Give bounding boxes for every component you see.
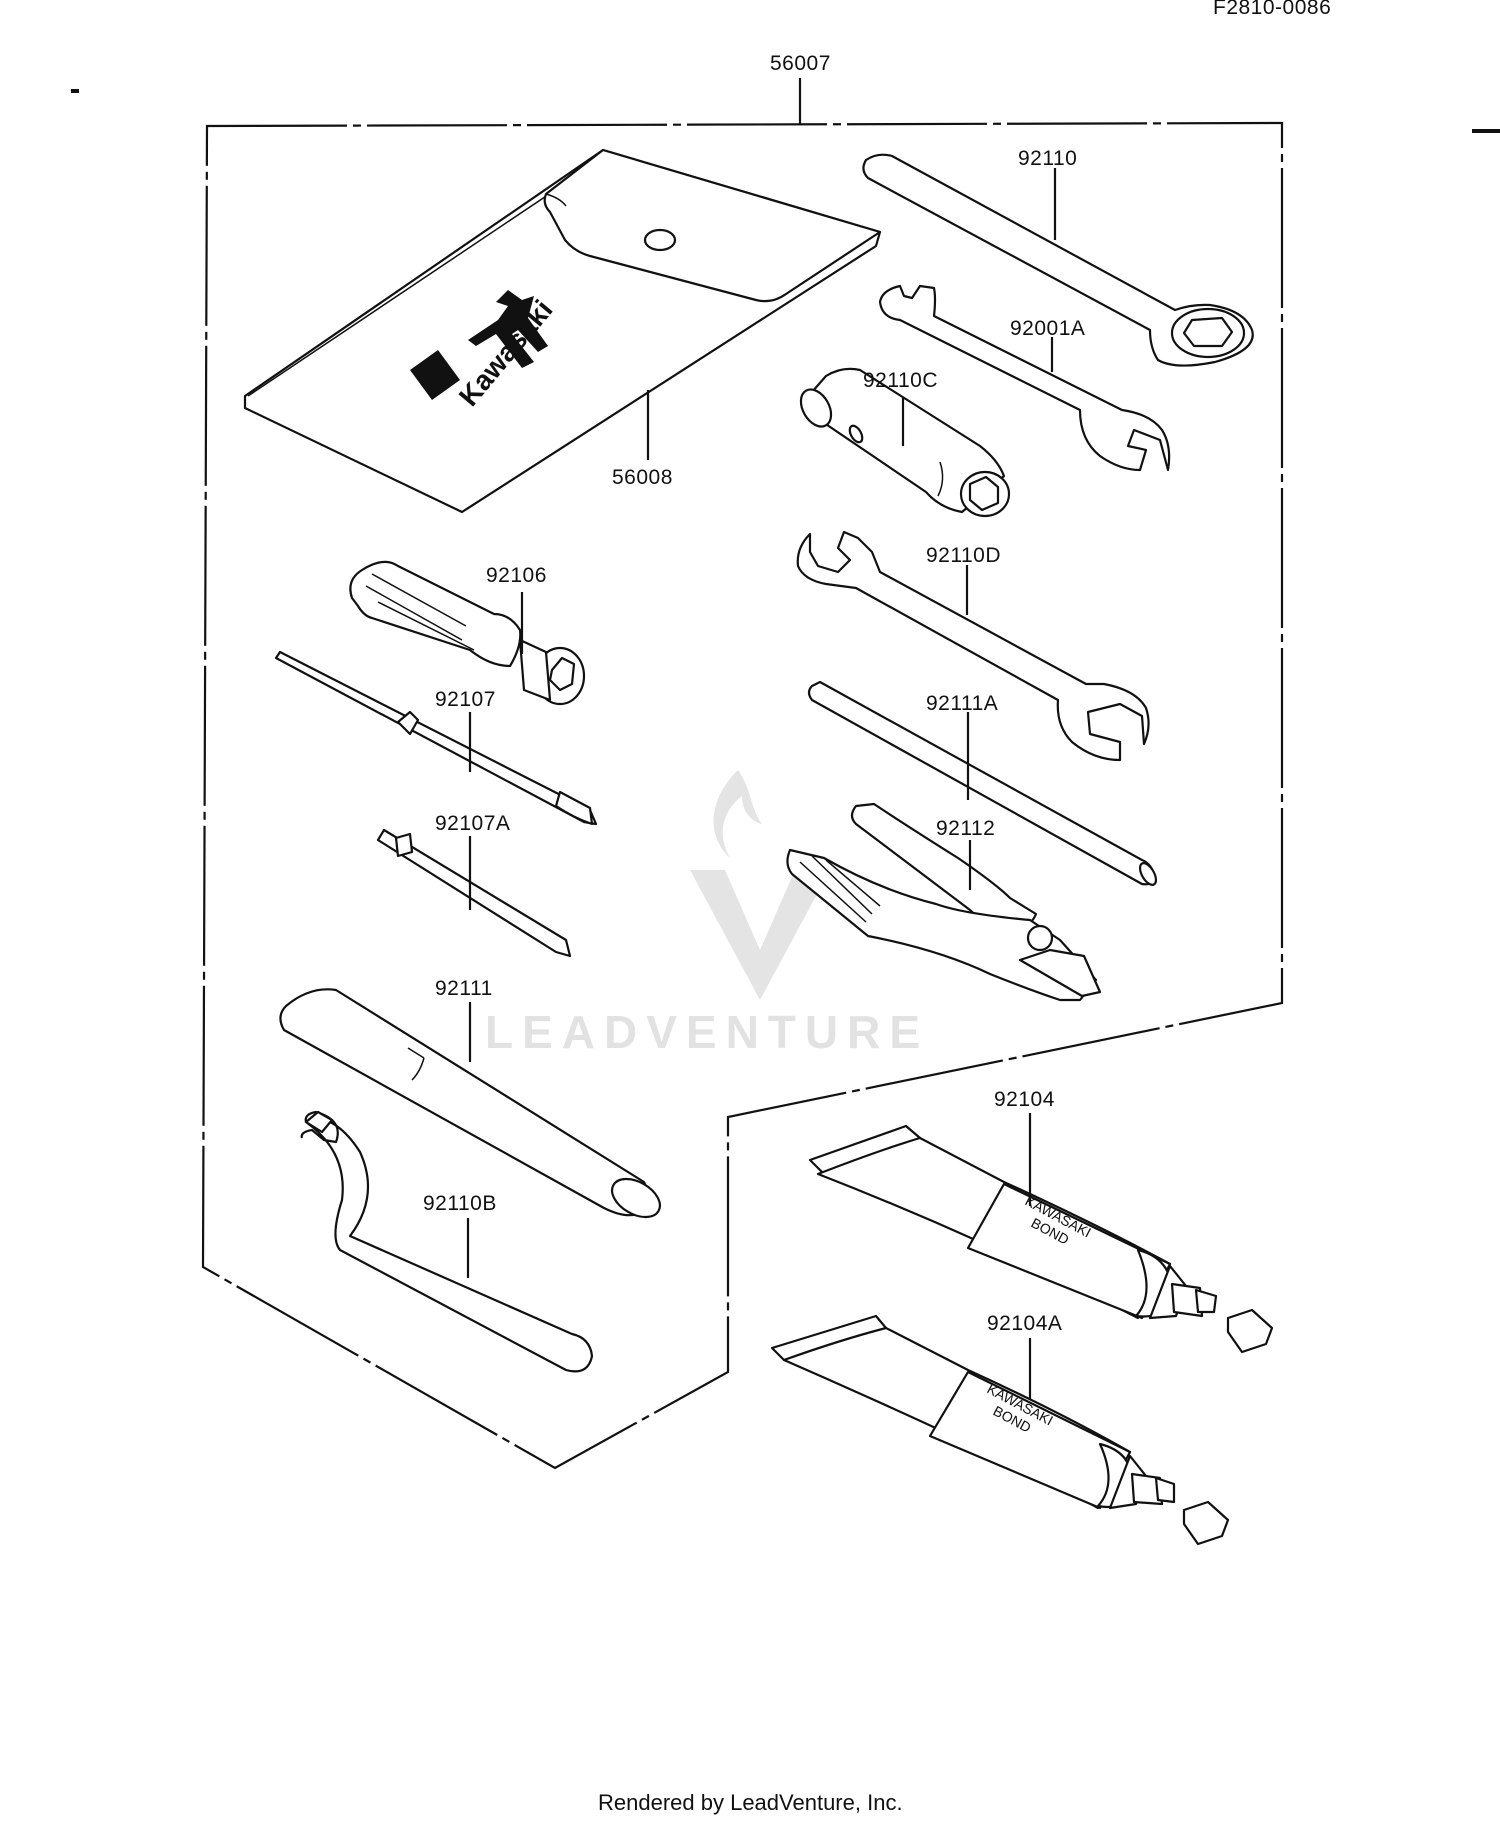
label-92112: 92112 bbox=[936, 817, 995, 840]
watermark-text: LEADVENTURE bbox=[485, 1006, 929, 1058]
pliers bbox=[786, 802, 1102, 1002]
label-92111A: 92111A bbox=[926, 692, 998, 715]
screwdriver-handle bbox=[349, 560, 586, 706]
label-92110B: 92110B bbox=[423, 1192, 497, 1215]
label-92110D: 92110D bbox=[926, 544, 1001, 567]
hook-wrench bbox=[300, 1110, 594, 1373]
label-92107A: 92107A bbox=[435, 812, 510, 835]
label-92107: 92107 bbox=[435, 688, 496, 711]
label-92104: 92104 bbox=[994, 1088, 1055, 1111]
scan-mark-right bbox=[1472, 129, 1500, 133]
label-56008: 56008 bbox=[612, 466, 673, 489]
bond-tube: KAWASAKI BOND bbox=[808, 1124, 1274, 1354]
screwdriver-bit-short bbox=[376, 828, 572, 958]
extension-bar bbox=[807, 680, 1158, 886]
label-56007: 56007 bbox=[770, 52, 831, 75]
diagram-code: F2810-0086 bbox=[1213, 0, 1331, 19]
open-end-wrench-large bbox=[796, 530, 1150, 762]
assembly-outline bbox=[201, 121, 1284, 1470]
label-92104A: 92104A bbox=[987, 1312, 1062, 1335]
footer-credit: Rendered by LeadVenture, Inc. bbox=[598, 1790, 903, 1815]
leadventure-watermark: LEADVENTURE bbox=[485, 770, 929, 1058]
label-92110: 92110 bbox=[1018, 147, 1077, 170]
label-92111: 92111 bbox=[435, 977, 493, 1000]
socket-wrench bbox=[799, 367, 1011, 518]
scan-mark-left bbox=[71, 89, 79, 93]
label-92110C: 92110C bbox=[863, 369, 938, 392]
screwdriver-bit-double bbox=[274, 650, 598, 826]
bond-tube-a: KAWASAKI BOND bbox=[770, 1314, 1230, 1546]
label-92106: 92106 bbox=[486, 564, 547, 587]
box-wrench bbox=[862, 153, 1254, 367]
tool-pouch: Kawasaki bbox=[243, 148, 882, 514]
tool-handle bbox=[279, 988, 661, 1219]
label-92001A: 92001A bbox=[1010, 317, 1085, 340]
open-end-wrench-small bbox=[878, 284, 1171, 472]
